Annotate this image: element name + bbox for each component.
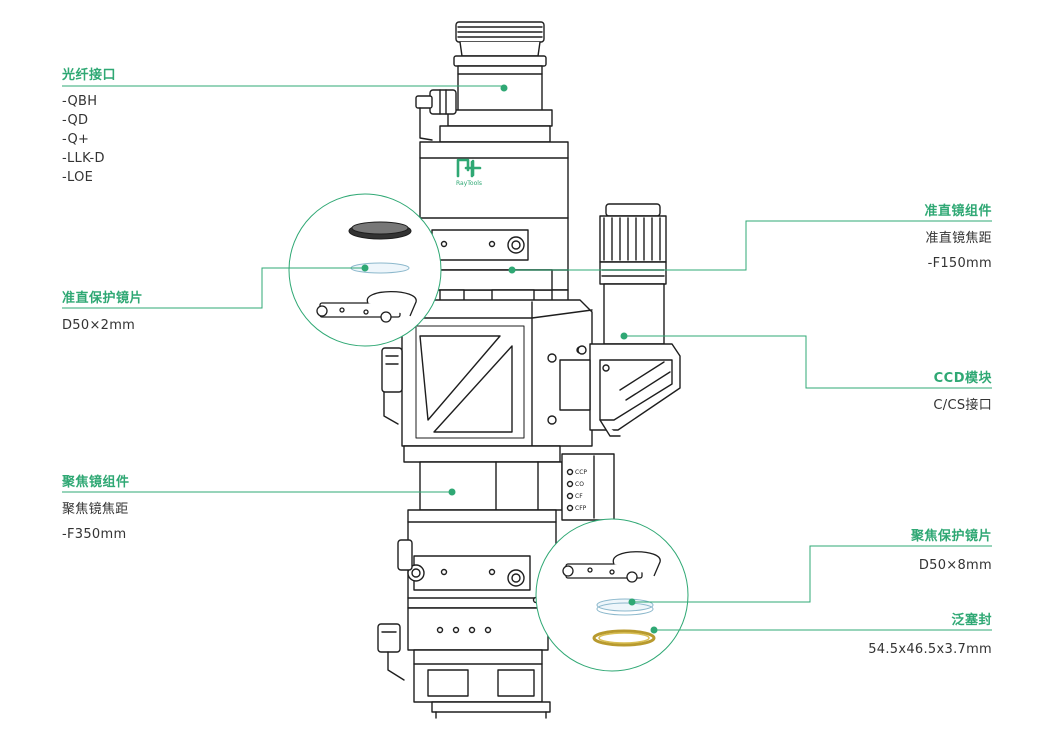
collimating-focal-length-value: -F150mm — [927, 256, 992, 271]
collimating-focal-length-label: 准直镜焦距 — [925, 231, 992, 246]
fiber-interface-item: -Q+ — [62, 132, 90, 147]
flood-seal-spec: 54.5x46.5x3.7mm — [868, 642, 992, 657]
focusing-housing — [377, 453, 615, 719]
central-cube — [381, 299, 593, 463]
fiber-interface-item: -QD — [62, 113, 89, 128]
focusing-protective-lens-title: 聚焦保护镜片 — [910, 529, 992, 544]
leader-ccd — [624, 335, 992, 389]
leader-collimator-protective — [62, 267, 365, 309]
focusing-lens-assembly-title: 聚焦镜组件 — [62, 475, 130, 490]
ccd-camera — [559, 203, 681, 437]
status-label-3: CF — [575, 493, 583, 500]
status-label-2: CO — [575, 481, 584, 488]
inset-focusing-protective-lens — [535, 518, 689, 672]
collimator-protective-lens-title: 准直保护镜片 — [62, 291, 144, 306]
focusing-focal-length-value: -F350mm — [62, 527, 127, 542]
fiber-interface-item: -QBH — [62, 94, 98, 109]
focusing-focal-length-label: 聚焦镜焦距 — [62, 502, 129, 517]
leader-focusing-protective — [632, 545, 992, 603]
collimator-protective-lens-spec: D50×2mm — [62, 318, 136, 333]
focusing-protective-lens-spec: D50×8mm — [918, 558, 992, 573]
fiber-interface-list: -QBH -QD -Q+ -LLK-D -LOE — [62, 92, 105, 187]
collimating-lens-assembly-title: 准直镜组件 — [924, 204, 992, 219]
flood-seal-title: 泛塞封 — [951, 613, 992, 628]
leader-collimating-assembly — [512, 220, 992, 271]
fiber-interface-item: -LLK-D — [62, 151, 105, 166]
leader-fiber-interface — [62, 85, 505, 88]
brand-logo-icon — [456, 158, 482, 178]
status-label-4: CFP — [575, 505, 587, 512]
fiber-interface-title: 光纤接口 — [62, 68, 117, 83]
status-label-1: CCP — [575, 469, 587, 476]
collimator-housing — [419, 125, 569, 309]
ccd-interface: C/CS接口 — [933, 398, 992, 413]
ccd-module-title: CCD模块 — [933, 371, 992, 386]
fiber-interface-item: -LOE — [62, 170, 94, 185]
fiber-connector — [415, 21, 553, 141]
brand-text: RayTools — [456, 180, 482, 187]
